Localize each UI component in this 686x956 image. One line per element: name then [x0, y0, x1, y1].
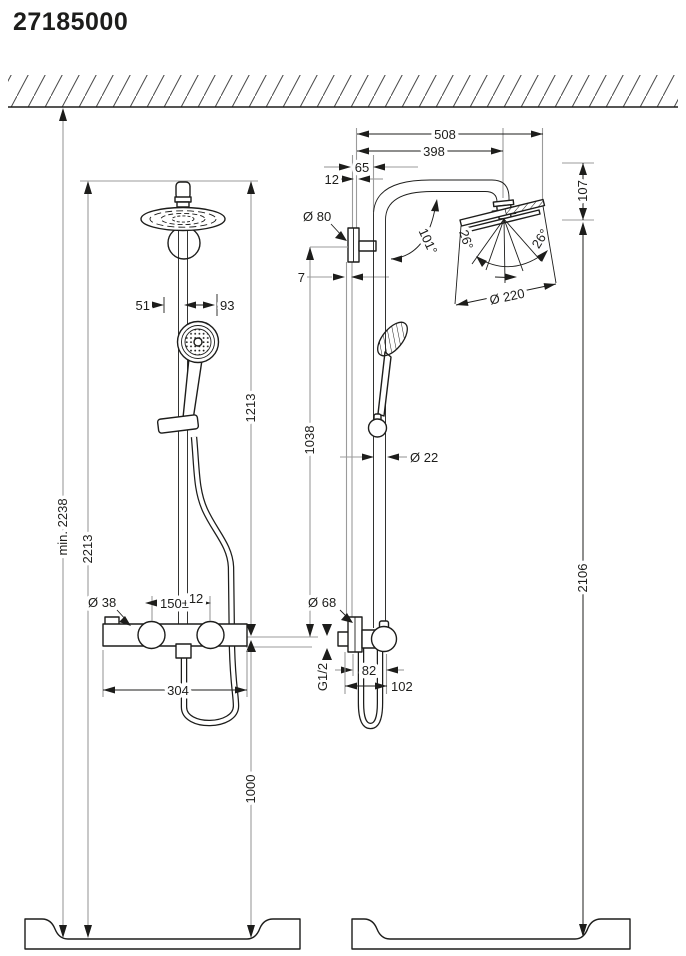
ceiling-hatch: [8, 75, 678, 108]
wall-bracket-side: [347, 227, 377, 263]
valve-side: [337, 616, 398, 653]
dim-min-total-height: min. 2238: [52, 108, 74, 938]
dim-overall-reach: 508: [357, 124, 543, 146]
shower-tray-side: [351, 918, 631, 950]
dim-398-label: 398: [423, 144, 445, 159]
dim-plate-gap: 7: [294, 267, 389, 289]
dim-82-label: 82: [362, 663, 376, 678]
side-view: 508 398 65 12: [294, 124, 594, 937]
dim-arm-angle: 101°: [390, 199, 444, 263]
dim-total-height-front: 2213: [77, 181, 99, 938]
dim-7-label: 7: [298, 270, 305, 285]
dim-head-offsets: 51 93: [132, 294, 238, 317]
dim-min-2238-label: min. 2238: [55, 498, 70, 555]
dim-supply-offset-marker: [322, 624, 332, 660]
dim-total-height-side: 2106: [572, 222, 594, 937]
dim-pipe-diameter: Ø 22: [340, 447, 442, 469]
product-number: 27185000: [13, 8, 129, 36]
thermostat-handle-right: [196, 620, 225, 650]
dim-thermostat-width: 304: [102, 650, 248, 702]
dim-d22-label: Ø 22: [410, 450, 438, 465]
shower-hose-front: [180, 436, 240, 727]
dim-304-label: 304: [167, 683, 189, 698]
dim-hose-clearance: 102: [344, 652, 416, 698]
dim-arm-reach: 398: [357, 141, 503, 163]
dim-d38-label: Ø 38: [88, 595, 116, 610]
dim-escutcheon-diameter: Ø 68: [305, 592, 353, 623]
shower-hose-side: [357, 648, 384, 730]
dim-150-label: 150±12: [160, 591, 203, 611]
dim-thread-label: G1/2: [315, 663, 330, 691]
wall-flange-front: [167, 226, 201, 260]
hand-shower-holder: [156, 414, 200, 434]
dim-508-label: 508: [434, 127, 456, 142]
dim-101-label: 101°: [416, 226, 441, 257]
dim-102-label: 102: [391, 679, 413, 694]
hand-shower-side: [367, 321, 408, 438]
thermostat-front: [102, 616, 248, 659]
dim-outlet-offset: 82: [335, 654, 404, 694]
dim-107-label: 107: [575, 180, 590, 202]
dim-connection-distance: 150±12: [145, 588, 211, 621]
dim-d68-label: Ø 68: [308, 595, 336, 610]
dim-riser-section: 1038: [299, 246, 348, 637]
dim-150-main: 150±: [160, 596, 189, 611]
dim-wall-plate-offset: 12: [321, 169, 383, 191]
valve-knob: [370, 625, 398, 653]
riser-pipe-side: [373, 179, 510, 628]
spray-cone: 26° 26°: [453, 218, 555, 284]
dim-51-label: 51: [136, 298, 150, 313]
front-view: min. 2238 2213 1213 1000: [52, 108, 318, 938]
hand-shower-head-side: [377, 321, 408, 357]
dim-d220-label: Ø 220: [488, 286, 526, 308]
shower-tray-front: [24, 918, 301, 950]
overhead-shower-front: [140, 181, 226, 626]
dim-65-label: 65: [355, 160, 369, 175]
dim-1213-label: 1213: [243, 394, 258, 423]
dim-93-label: 93: [220, 298, 234, 313]
dim-d80-label: Ø 80: [303, 209, 331, 224]
hand-shower-handle: [182, 357, 203, 421]
dim-2213-label: 2213: [80, 535, 95, 564]
dim-12-label: 12: [325, 172, 339, 187]
dim-1000-label: 1000: [243, 775, 258, 804]
slider: [367, 418, 388, 438]
dim-2106-label: 2106: [575, 564, 590, 593]
thermostat-handle-left: [137, 620, 166, 650]
dim-flange-diameter: Ø 80: [300, 206, 347, 241]
dim-handle-diameter: Ø 38: [85, 592, 131, 626]
dim-riser-offset: 65: [324, 157, 418, 179]
dim-1038-label: 1038: [302, 426, 317, 455]
dim-150-sup: 12: [189, 591, 203, 606]
dim-head-drop: 107: [562, 162, 594, 221]
thermostat-body: [102, 623, 248, 647]
hose-outlet: [175, 643, 192, 659]
hand-shower-front: [156, 320, 220, 434]
dim-sections: 1213 1000: [240, 181, 262, 938]
